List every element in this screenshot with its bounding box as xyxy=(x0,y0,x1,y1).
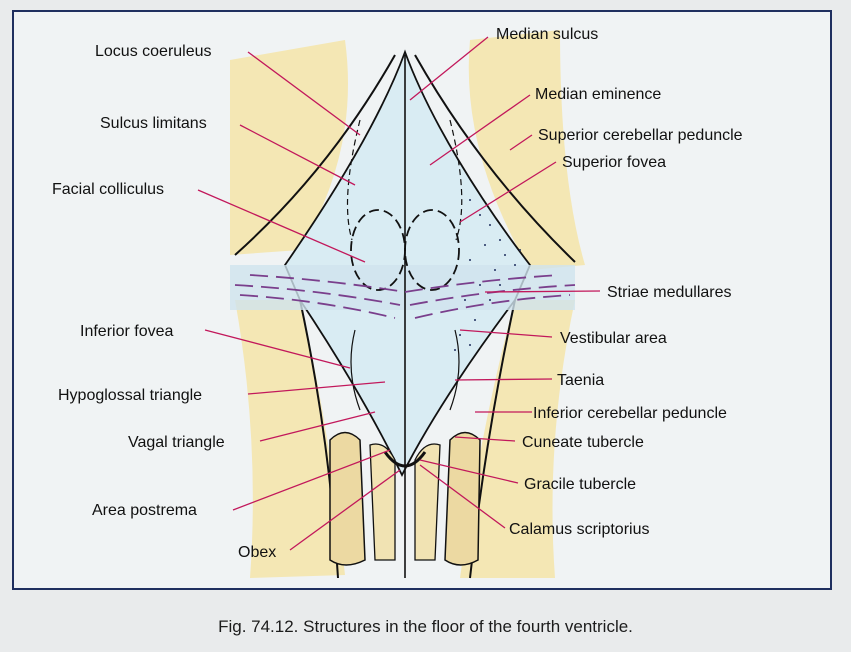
label-cuneate-tubercle: Cuneate tubercle xyxy=(522,434,644,451)
label-gracile-tubercle: Gracile tubercle xyxy=(524,476,636,493)
label-superior-fovea: Superior fovea xyxy=(562,154,666,171)
label-area-postrema: Area postrema xyxy=(92,502,197,519)
label-inferior-fovea: Inferior fovea xyxy=(80,323,173,340)
label-vestibular-area: Vestibular area xyxy=(560,330,667,347)
label-sulcus-limitans: Sulcus limitans xyxy=(100,115,207,132)
label-obex: Obex xyxy=(238,544,276,561)
label-hypoglossal-triangle: Hypoglossal triangle xyxy=(58,387,202,404)
figure-caption: Fig. 74.12. Structures in the floor of t… xyxy=(0,617,851,637)
label-calamus-scriptorius: Calamus scriptorius xyxy=(509,521,649,538)
label-inferior-cerebellar-peduncle: Inferior cerebellar peduncle xyxy=(533,405,727,422)
label-locus-coeruleus: Locus coeruleus xyxy=(95,43,212,60)
label-striae-medullares: Striae medullares xyxy=(607,284,732,301)
cuneate-tubercle-right xyxy=(445,433,480,566)
label-median-eminence: Median eminence xyxy=(535,86,661,103)
label-taenia: Taenia xyxy=(557,372,604,389)
label-median-sulcus: Median sulcus xyxy=(496,26,598,43)
label-superior-cerebellar-peduncle: Superior cerebellar peduncle xyxy=(538,127,743,144)
label-facial-colliculus: Facial colliculus xyxy=(52,181,164,198)
label-vagal-triangle: Vagal triangle xyxy=(128,434,225,451)
